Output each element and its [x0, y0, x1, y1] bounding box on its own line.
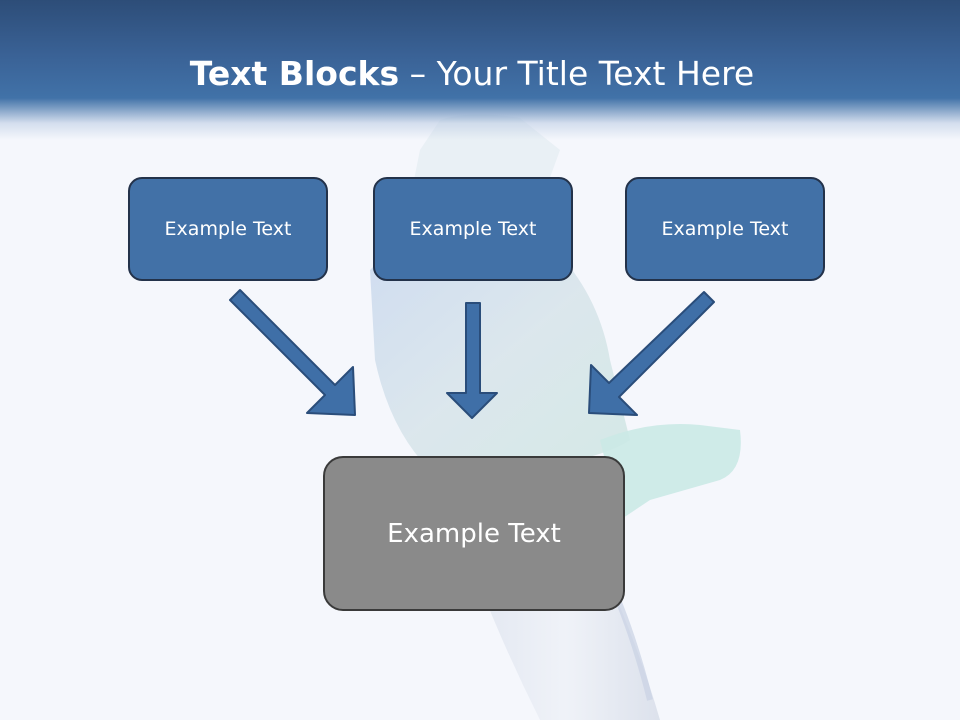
text-block-center-label: Example Text — [409, 218, 537, 240]
text-block-center[interactable]: Example Text — [373, 177, 573, 281]
slide-title: Text Blocks – Your Title Text Here — [0, 52, 944, 96]
text-block-bottom-label: Example Text — [387, 518, 561, 549]
arrow-down-icon — [446, 302, 498, 419]
title-banner — [0, 0, 960, 140]
text-block-left[interactable]: Example Text — [128, 177, 328, 281]
title-rest-text: Your Title Text Here — [436, 54, 755, 93]
text-block-left-label: Example Text — [164, 218, 292, 240]
arrow-right-icon — [588, 291, 715, 416]
arrow-left-icon — [229, 289, 356, 416]
text-block-right[interactable]: Example Text — [625, 177, 825, 281]
title-separator: – — [409, 54, 427, 93]
text-block-bottom[interactable]: Example Text — [323, 456, 625, 611]
text-block-right-label: Example Text — [661, 218, 789, 240]
title-bold-text: Text Blocks — [189, 54, 400, 93]
